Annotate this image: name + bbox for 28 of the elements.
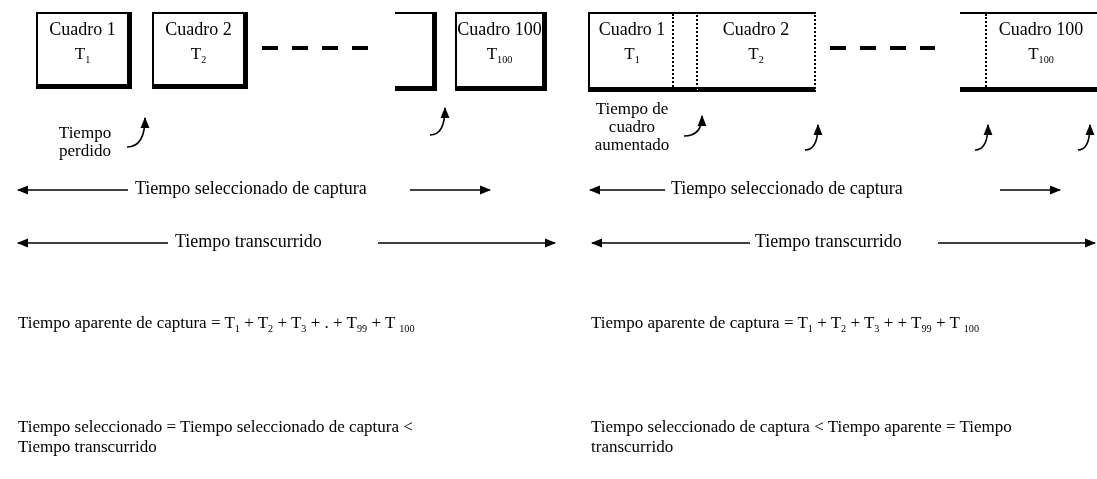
frame-title: Cuadro 100	[457, 20, 542, 39]
frame-time: T$_{100}$	[1027, 44, 1055, 66]
frame-time: T$_{1}$	[623, 44, 641, 66]
dimension-label: Tiempo transcurrido	[172, 231, 325, 252]
formula-text: Tiempo aparente de captura = T$_{1}$ + T$_{2}$ + T$_{3}$ + . + T$_{99}$ + T $_{100}$	[15, 313, 418, 335]
leader-arrow	[683, 114, 707, 137]
frame-time: T$_{2}$	[747, 44, 765, 66]
frame-time: T$_{2}$	[189, 44, 208, 66]
frame-title: Cuadro 2	[721, 20, 791, 39]
frame-box	[588, 12, 698, 92]
frame-time: T$_{1}$	[73, 44, 92, 66]
leader-arrow	[126, 116, 150, 148]
annotation-text: Tiempo perdido	[45, 124, 125, 160]
frame-title: Cuadro 2	[164, 20, 233, 39]
frame-title: Cuadro 1	[597, 20, 667, 39]
frame-title: Cuadro 100	[997, 20, 1085, 39]
annotation-text: Tiempo de cuadro aumentado	[582, 100, 682, 154]
frame-box	[698, 12, 816, 92]
frame-box	[152, 12, 248, 89]
frame-box	[960, 12, 1097, 92]
frame-box	[455, 12, 547, 91]
dimension-label: Tiempo seleccionado de captura	[132, 178, 370, 199]
frame-title: Cuadro 1	[48, 20, 117, 39]
frame-bracket	[395, 12, 437, 91]
frame-box	[36, 12, 132, 89]
dimension-label: Tiempo seleccionado de captura	[668, 178, 906, 199]
dimension-label: Tiempo transcurrido	[752, 231, 905, 252]
frame-time: T$_{100}$	[485, 44, 514, 66]
